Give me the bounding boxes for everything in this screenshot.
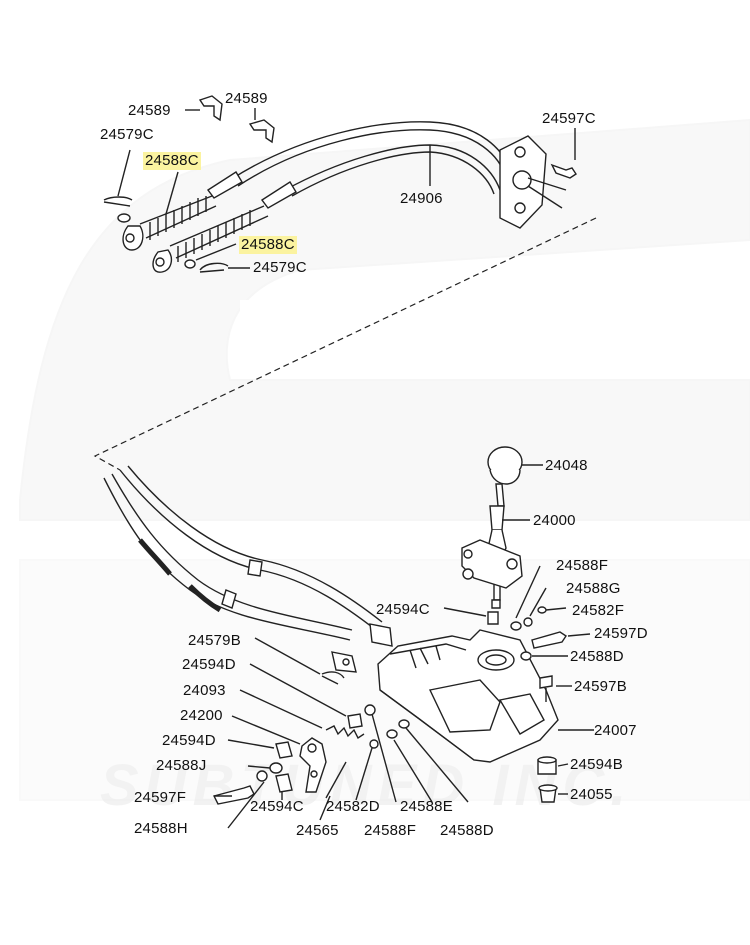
part-label-24588c-highlighted: 24588C [143,152,201,170]
part-label-24579c: 24579C [253,259,307,276]
part-label-24588h: 24588H [134,820,188,837]
part-label-24000: 24000 [533,512,576,529]
part-label-24588d: 24588D [570,648,624,665]
part-label-24055: 24055 [570,786,613,803]
part-label-24579b: 24579B [188,632,241,649]
part-label-24200: 24200 [180,707,223,724]
part-label-24007: 24007 [594,722,637,739]
part-label-24579c: 24579C [100,126,154,143]
part-label-24594d: 24594D [162,732,216,749]
part-label-24588f: 24588F [364,822,417,839]
part-label-24588e: 24588E [400,798,453,815]
dashed-separator [93,217,597,471]
part-label-24597d: 24597D [594,625,648,642]
shifter-assembly [377,446,594,803]
part-label-24597f: 24597F [134,789,187,806]
part-label-24597c: 24597C [542,110,596,127]
part-label-24093: 24093 [183,682,226,699]
part-label-24597b: 24597B [574,678,627,695]
part-label-24588d: 24588D [440,822,494,839]
part-label-24594b: 24594B [570,756,623,773]
shift-cable-assembly-bottom [103,465,393,685]
part-label-24906: 24906 [400,190,443,207]
part-label-24589: 24589 [128,102,171,119]
part-label-24594c: 24594C [250,798,304,815]
part-label-24588f: 24588F [556,557,609,574]
part-label-24588c-highlighted: 24588C [239,236,297,254]
part-label-24589: 24589 [225,90,268,107]
part-label-24582d: 24582D [326,798,380,815]
shift-cable-assembly-top [103,95,577,273]
shift-linkage [212,663,469,829]
watermark-logo [19,118,750,801]
part-label-24582f: 24582F [572,602,625,619]
part-label-24048: 24048 [545,457,588,474]
part-label-24594c: 24594C [376,601,430,618]
part-label-24588g: 24588G [566,580,621,597]
part-label-24565: 24565 [296,822,339,839]
part-label-24588j: 24588J [156,757,207,774]
part-label-24594d: 24594D [182,656,236,673]
